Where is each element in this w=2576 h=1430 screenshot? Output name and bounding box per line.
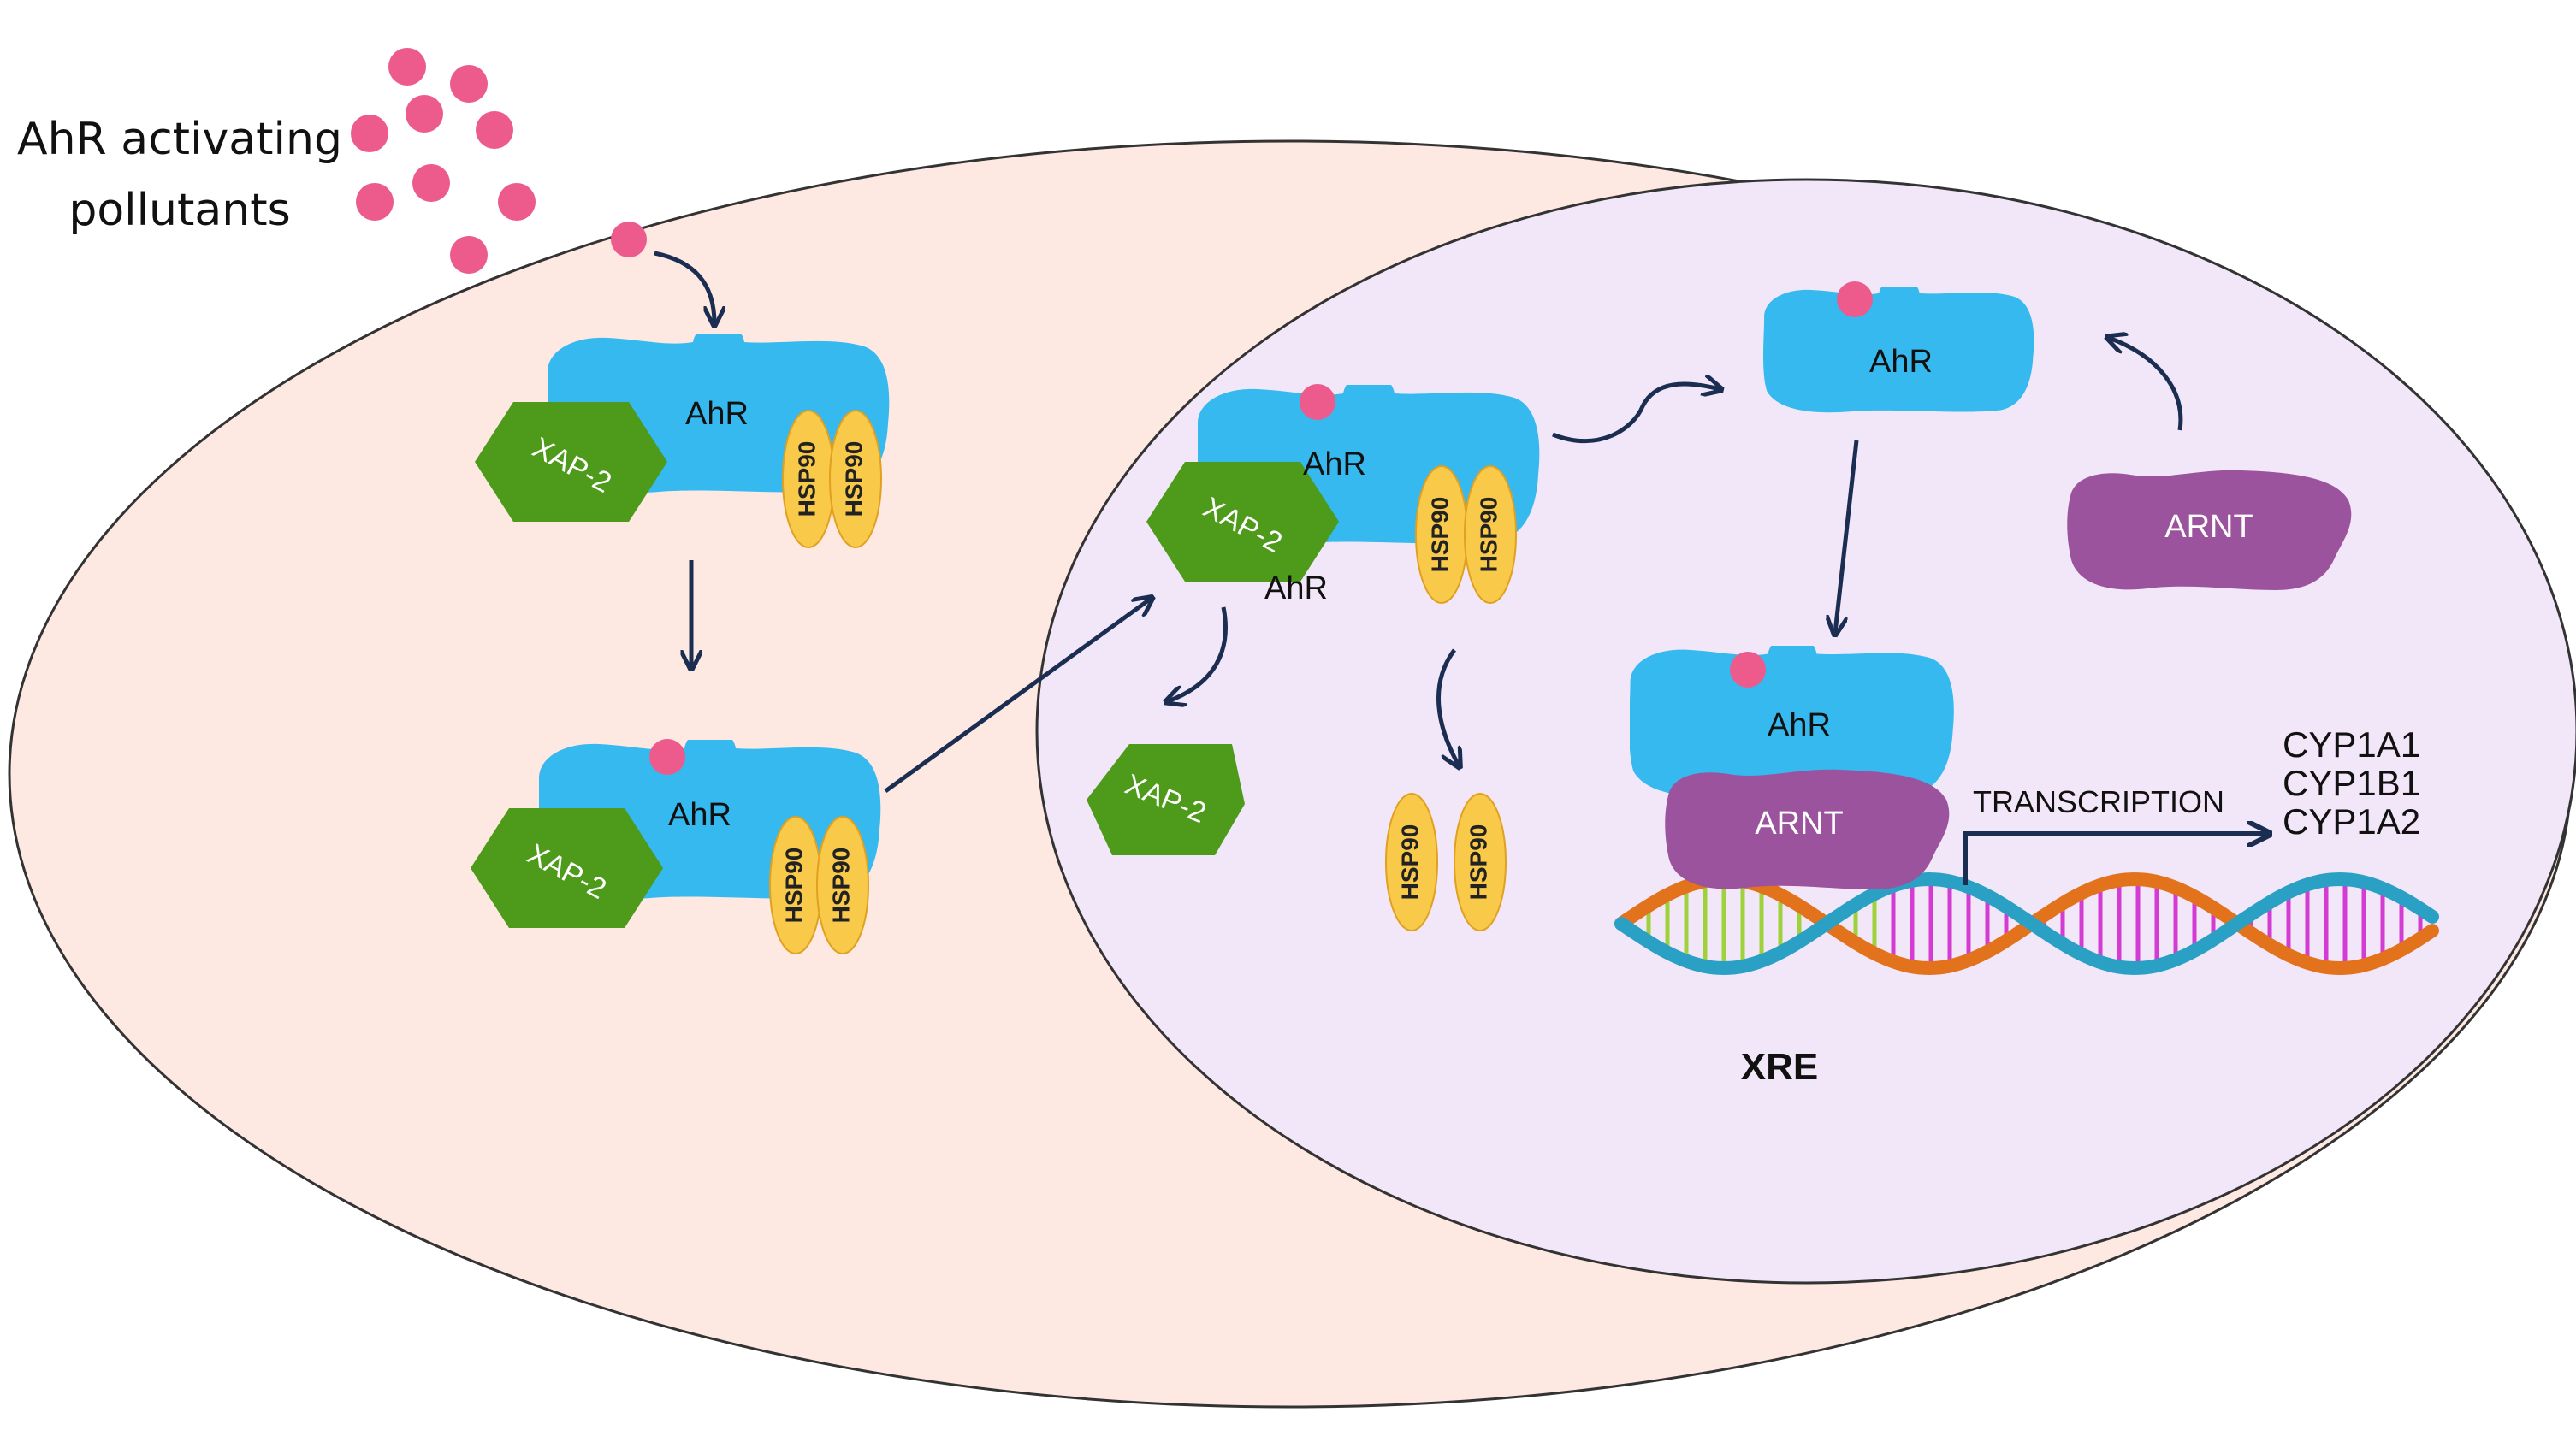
hsp90-label-3a: HSP90	[1426, 497, 1453, 573]
pollutants-label-line1: AhR activating	[17, 114, 342, 165]
hsp90-release-arrow	[1436, 648, 1459, 765]
ahr-release-arrow	[1552, 384, 1720, 444]
bound-ligand-dna	[1730, 652, 1766, 688]
ligand-binding-arrow	[654, 251, 714, 323]
hsp90-label-3b: HSP90	[1475, 497, 1501, 573]
hsp90-label-2b: HSP90	[827, 848, 854, 924]
hsp90-label-free-b: HSP90	[1465, 824, 1491, 901]
gene-label-cyp1a1: CYP1A1	[2283, 724, 2420, 765]
xap2-protein-3	[1146, 462, 1339, 582]
arnt-dimerization-arrow	[2109, 338, 2183, 431]
arnt-label-free: ARNT	[2164, 509, 2253, 545]
ahr-label-2: AhR	[668, 797, 731, 833]
hsp90-label-1b: HSP90	[840, 441, 867, 517]
ahr-complex-nuclear: XAP-2 HSP90 HSP90 AhR AhR	[1146, 384, 1540, 606]
released-xap2: XAP-2	[1087, 744, 1245, 855]
hsp90-label-1a: HSP90	[793, 441, 820, 517]
dna-helix	[1614, 872, 2439, 976]
arnt-label-dna: ARNT	[1755, 806, 1843, 842]
xre-label: XRE	[1741, 1046, 1818, 1088]
transcription-label: TRANSCRIPTION	[1973, 784, 2224, 819]
bound-ligand-free	[1837, 281, 1873, 317]
ahr-arnt-complex: AhR ARNT	[1630, 646, 1954, 889]
ahr-label-free: AhR	[1869, 344, 1933, 380]
pollutant-particles	[351, 48, 536, 274]
gene-label-cyp1a2: CYP1A2	[2283, 801, 2420, 842]
ahr-complex-unbound: XAP-2 HSP90 HSP90 AhR	[475, 334, 890, 548]
ahr-label-3b: AhR	[1264, 570, 1328, 606]
dna-binding-arrow	[1835, 440, 1859, 633]
xap2-protein-free	[1087, 744, 1245, 855]
dna-strand-teal	[1614, 872, 2439, 976]
nuclear-translocation-arrow	[884, 599, 1151, 794]
ahr-label-1: AhR	[685, 396, 749, 432]
ahr-complex-bound: XAP-2 HSP90 HSP90 AhR	[471, 739, 881, 954]
released-hsp90: HSP90 HSP90	[1385, 793, 1507, 931]
ahr-label-3: AhR	[1303, 446, 1366, 482]
xap2-protein-2	[471, 808, 663, 928]
arnt-free: ARNT	[2067, 470, 2352, 590]
xap2-release-arrow	[1168, 606, 1228, 701]
hsp90-label-free-a: HSP90	[1396, 824, 1423, 901]
ahr-free: AhR	[1763, 281, 2034, 413]
transcription-arrow	[1963, 834, 2267, 885]
bound-ligand-2	[649, 739, 685, 775]
hsp90-label-2a: HSP90	[780, 848, 807, 924]
pollutants-label-line2: pollutants	[68, 185, 290, 236]
gene-label-cyp1b1: CYP1B1	[2283, 763, 2420, 803]
ahr-label-dna: AhR	[1768, 707, 1831, 743]
ligand-particle	[611, 222, 647, 257]
xap2-protein-1	[475, 402, 667, 522]
bound-ligand-3	[1300, 384, 1335, 420]
